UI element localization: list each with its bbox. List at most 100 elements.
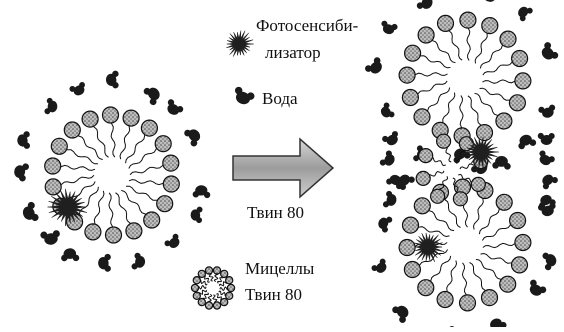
surfactant-head [51,138,67,154]
surfactant-head [437,134,451,148]
surfactant-head [85,224,101,240]
water-molecule-icon [13,161,30,182]
surfactant-head [496,113,512,129]
surfactant-head [227,284,234,291]
water-molecule-icon [537,41,560,64]
surfactant-head [106,227,122,243]
surfactant-head [126,223,142,239]
water-molecule-icon [192,185,210,199]
surfactant-head [399,240,415,256]
arrow-right-icon [233,139,333,197]
water-molecule-icon [541,250,559,271]
water-molecule-icon [525,278,548,299]
surfactant-head [512,51,528,67]
surfactant-head [414,198,430,214]
surfactant-head [482,290,498,306]
water-molecule-icon [492,156,510,170]
surfactant-head [438,15,454,31]
water-molecule-icon [97,254,112,273]
surfactant-head [193,277,200,284]
surfactant-head [500,31,516,47]
surfactant-head [512,257,528,273]
water-molecule-icon [370,257,390,277]
surfactant-head [405,45,421,61]
surfactant-head [64,122,80,138]
surfactant-head [103,107,119,123]
water-molecule-icon [382,190,398,209]
water-molecule-icon [142,83,164,106]
surfactant-head [510,213,526,229]
water-molecule-icon [538,171,559,191]
surfactant-head [471,177,485,191]
surfactant-head [163,155,179,171]
surfactant-head [416,171,430,185]
water-molecule-icon [479,0,500,4]
water-molecule-icon [416,0,436,13]
surfactant-head [437,292,453,308]
photosensitizer-icon [414,233,445,262]
water-molecule-icon [163,98,185,118]
water-molecule-icon [381,129,402,148]
water-molecule-icon [538,132,556,146]
water-molecule-icon [182,125,204,148]
water-molecule-icon [486,315,508,327]
surfactant-head [198,270,205,277]
legend-micelles-line2: Твин 80 [245,285,302,305]
surfactant-head [399,67,415,83]
surfactant-head [500,276,516,292]
water-molecule-icon [379,149,398,170]
surfactant-head [418,280,434,296]
left-micelle-cluster [13,70,211,272]
water-molecule-icon [390,301,413,324]
water-molecule-icon [535,149,556,168]
process-arrow [233,139,333,197]
surfactant-head [157,196,173,212]
arrow-label: Твин 80 [247,203,304,223]
water-molecule-icon [68,80,88,98]
water-molecule-icon [60,248,79,263]
surfactant-head [496,194,512,210]
surfactant-head [45,158,61,174]
surfactant-head [460,12,476,28]
water-molecule-icon [378,101,397,121]
water-molecule-icon [190,207,203,224]
water-molecule-icon [40,229,62,247]
photosensitizer-icon [226,31,253,57]
surfactant-head [402,90,418,106]
surfactant-head [226,292,233,299]
surfactant-head [213,267,220,274]
water-molecule-icon [105,70,120,89]
surfactant-head [193,292,200,299]
surfactant-head [419,149,433,163]
surfactant-head [404,262,420,278]
surfactant-head [123,110,139,126]
water-molecule-icon [515,132,537,151]
surfactant-head [141,120,157,136]
surfactant-head [221,299,228,306]
surfactant-head [82,111,98,127]
legend-photosensitizer-line1: Фотосенсиби- [256,16,358,36]
surfactant-head [403,217,419,233]
water-molecule-icon [364,55,387,78]
surfactant-head [205,267,212,274]
surfactant-head [515,73,531,89]
water-molecule-icon [131,252,147,271]
right-micelle-cluster [364,0,561,327]
surfactant-head [198,299,205,306]
surfactant-head [226,277,233,284]
water-molecule-icon [163,232,183,252]
water-molecule-icon [16,131,31,150]
surfactant-head [482,18,498,34]
surfactant-head [221,270,228,277]
surfactant-head [155,136,171,152]
surfactant-head [45,179,61,195]
water-molecule-icon [376,214,393,234]
surfactant-head [453,192,467,206]
surfactant-head [414,109,430,125]
surfactant-head [418,27,434,43]
surfactant-head [144,212,160,228]
surfactant-head [213,302,220,309]
surfactant-head [191,284,198,291]
surfactant-head [460,295,476,311]
